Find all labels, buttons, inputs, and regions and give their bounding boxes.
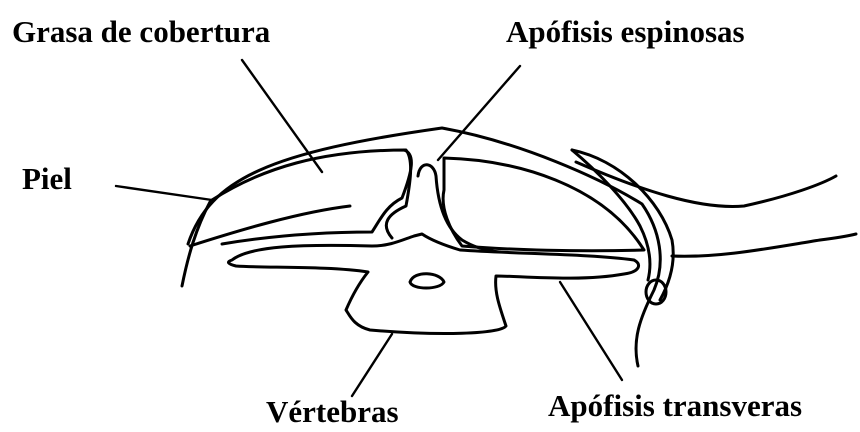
neural-canal [410,274,444,288]
fat-layer-inner [212,150,411,238]
label-vertebras: Vértebras [266,394,399,429]
label-apofisis-transveras: Apófisis transveras [548,388,802,423]
label-apofisis-espinosas: Apófisis espinosas [506,14,745,49]
leader-line-grasa [242,60,322,172]
label-piel: Piel [22,161,72,196]
leader-line-vertebras [352,334,392,396]
leader-line-piel [116,186,212,200]
vertebral-body [229,234,639,333]
label-grasa-de-cobertura: Grasa de cobertura [12,14,271,49]
right-muscle-outline [443,158,644,251]
right-rib-inner [572,150,650,280]
fat-layer-wedge [190,206,350,246]
right-outer-line-bottom [672,234,856,256]
leader-line-transveras [560,282,622,380]
